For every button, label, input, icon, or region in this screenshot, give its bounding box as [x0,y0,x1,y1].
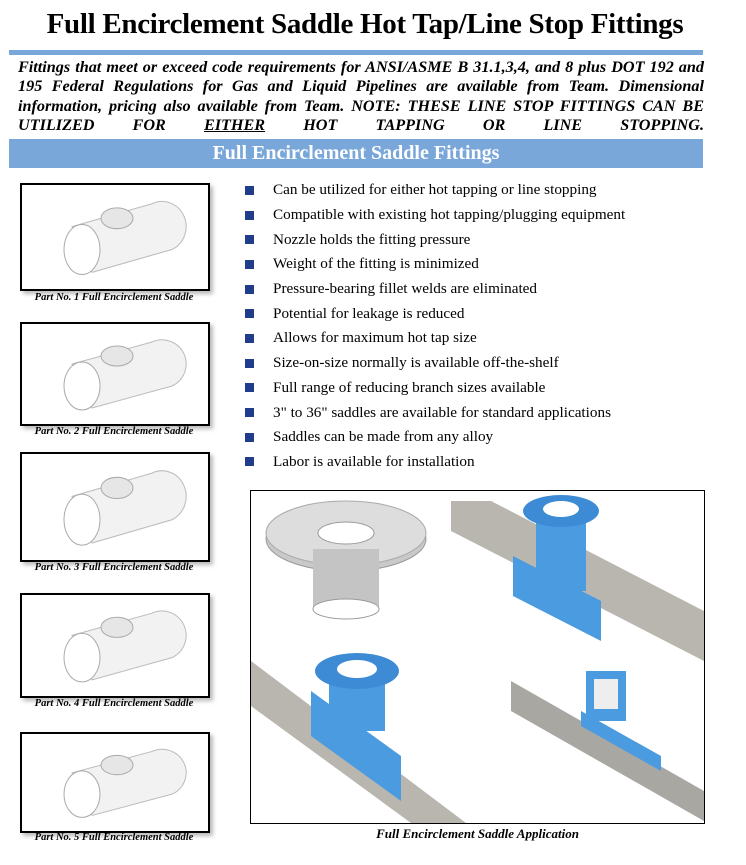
intro-text: Fittings that meet or exceed code requir… [18,58,704,134]
intro-emphasis: EITHER [203,115,266,134]
list-item: Pressure-bearing fillet welds are elimin… [245,277,625,302]
section-header: Full Encirclement Saddle Fittings [9,139,703,168]
list-item: Weight of the fitting is minimized [245,252,625,277]
list-item: Compatible with existing hot tapping/plu… [245,203,625,228]
bullet-square-icon [245,185,254,195]
part-image [20,322,210,426]
bullet-square-icon [245,309,254,319]
feature-list: Can be utilized for either hot tapping o… [245,178,625,474]
bullet-text: Size-on-size normally is available off-t… [273,354,559,372]
intro-text-end: HOT TAPPING OR LINE STOPPING. [265,115,704,134]
bullet-text: Saddles can be made from any alloy [273,428,494,446]
bullet-square-icon [245,210,254,220]
bullet-text: Can be utilized for either hot tapping o… [273,181,597,199]
bullet-text: Nozzle holds the fitting pressure [273,230,471,248]
bullet-square-icon [245,408,254,418]
list-item: Size-on-size normally is available off-t… [245,351,625,376]
list-item: Potential for leakage is reduced [245,301,625,326]
part-caption: Part No. 1 Full Encirclement Saddle [34,292,194,303]
page-title: Full Encirclement Saddle Hot Tap/Line St… [46,8,684,40]
bullet-square-icon [245,235,254,245]
bullet-square-icon [245,457,254,467]
list-item: Nozzle holds the fitting pressure [245,227,625,252]
bullet-square-icon [245,284,254,294]
bullet-text: Allows for maximum hot tap size [273,329,477,347]
list-item: Labor is available for installation [245,450,625,475]
bullet-square-icon [245,259,254,269]
title-divider [9,50,703,55]
part-image [20,593,210,698]
bullet-text: Weight of the fitting is minimized [273,255,479,273]
part-image [20,732,210,833]
bullet-text: 3" to 36" saddles are available for stan… [273,403,611,421]
bullet-text: Pressure-bearing fillet welds are elimin… [273,280,537,298]
saddle-on-pipe-1 [451,495,704,661]
part-caption: Part No. 3 Full Encirclement Saddle [34,562,194,573]
part-image [20,452,210,562]
saddle-cutaway-3 [511,671,704,821]
bullet-text: Full range of reducing branch sizes avai… [273,378,546,396]
application-caption: Full Encirclement Saddle Application [376,826,579,841]
part-caption: Part No. 5 Full Encirclement Saddle [34,832,194,843]
list-item: Allows for maximum hot tap size [245,326,625,351]
saddle-on-pipe-2 [251,653,466,823]
bullet-square-icon [245,383,254,393]
bullet-text: Potential for leakage is reduced [273,304,465,322]
bullet-square-icon [245,358,254,368]
list-item: Can be utilized for either hot tapping o… [245,178,625,203]
list-item: 3" to 36" saddles are available for stan… [245,400,625,425]
flange-nozzle-drawing [265,500,427,620]
application-illustration [250,490,705,824]
list-item: Saddles can be made from any alloy [245,425,625,450]
intro-paragraph: Fittings that meet or exceed code requir… [18,58,704,135]
bullet-square-icon [245,333,254,343]
bullet-text: Compatible with existing hot tapping/plu… [273,206,626,224]
part-caption: Part No. 2 Full Encirclement Saddle [34,426,194,437]
bullet-text: Labor is available for installation [273,452,475,470]
part-caption: Part No. 4 Full Encirclement Saddle [34,698,194,709]
bullet-square-icon [245,432,254,442]
part-image [20,183,210,291]
list-item: Full range of reducing branch sizes avai… [245,376,625,401]
